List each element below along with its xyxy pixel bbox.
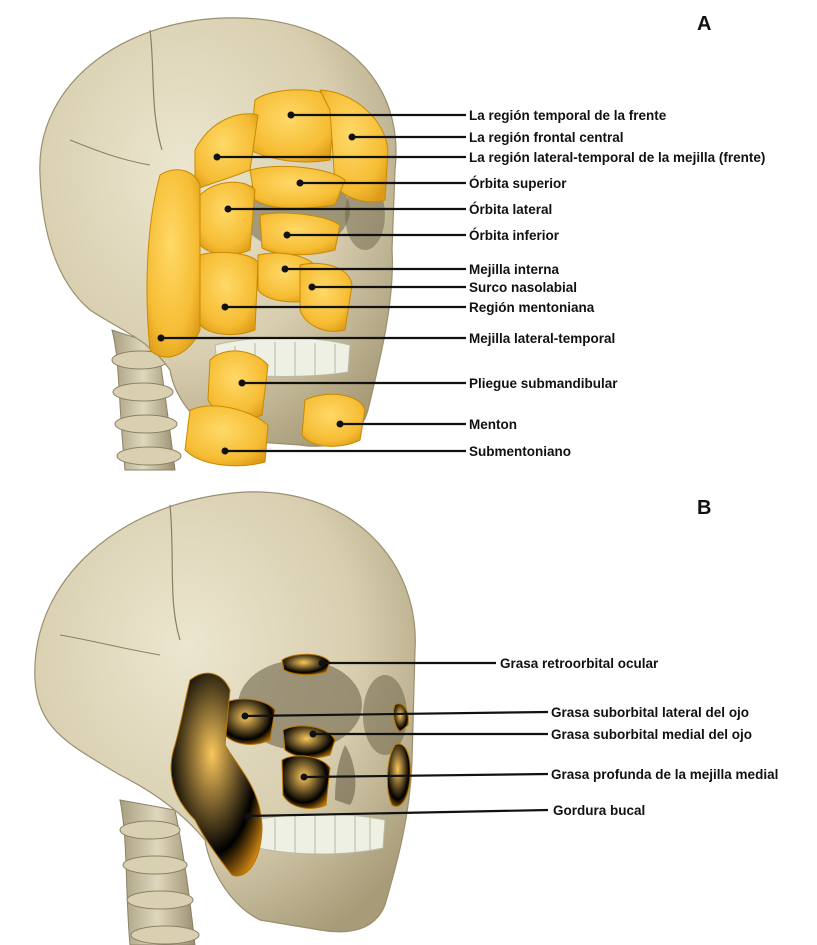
svg-text:Órbita lateral: Órbita lateral — [469, 202, 552, 217]
svg-text:Órbita inferior: Órbita inferior — [469, 228, 560, 243]
svg-text:La región temporal de la frent: La región temporal de la frente — [469, 108, 667, 123]
svg-text:Mejilla interna: Mejilla interna — [469, 262, 560, 277]
svg-text:Menton: Menton — [469, 417, 517, 432]
svg-text:Grasa retroorbital ocular: Grasa retroorbital ocular — [500, 656, 659, 671]
panel-b: B — [35, 492, 779, 945]
svg-text:Submentoniano: Submentoniano — [469, 444, 571, 459]
label-a-submentoniano: Submentoniano — [222, 444, 572, 459]
panel-a: A — [40, 13, 766, 470]
svg-text:Gordura bucal: Gordura bucal — [553, 803, 645, 818]
svg-text:Surco nasolabial: Surco nasolabial — [469, 280, 577, 295]
svg-text:Pliegue submandibular: Pliegue submandibular — [469, 376, 618, 391]
panel-a-letter: A — [697, 13, 711, 35]
svg-text:Grasa suborbital medial del oj: Grasa suborbital medial del ojo — [551, 727, 752, 742]
svg-text:Órbita superior: Órbita superior — [469, 176, 567, 191]
svg-text:Grasa profunda de la mejilla m: Grasa profunda de la mejilla medial — [551, 767, 778, 782]
svg-text:Mejilla lateral-temporal: Mejilla lateral-temporal — [469, 331, 615, 346]
svg-text:Grasa suborbital lateral del o: Grasa suborbital lateral del ojo — [551, 705, 749, 720]
svg-text:La región frontal central: La región frontal central — [469, 130, 624, 145]
svg-text:La región lateral-temporal de: La región lateral-temporal de la mejilla… — [469, 150, 765, 165]
panel-b-letter: B — [697, 497, 711, 519]
svg-text:Región mentoniana: Región mentoniana — [469, 300, 595, 315]
